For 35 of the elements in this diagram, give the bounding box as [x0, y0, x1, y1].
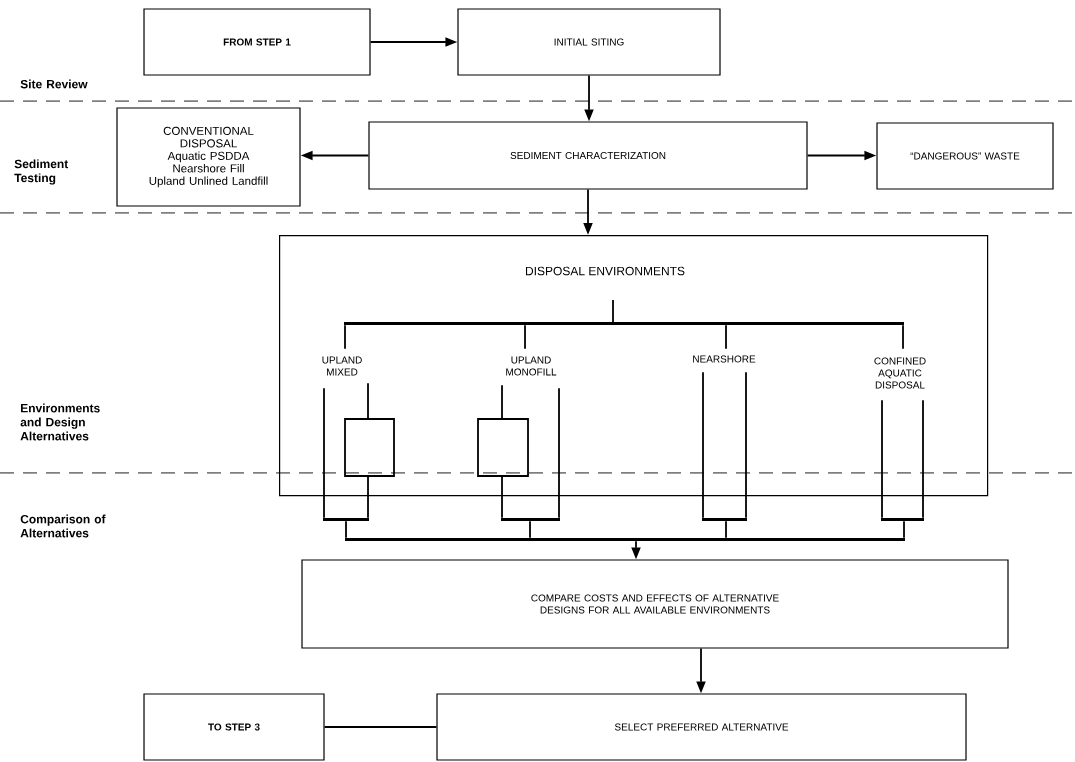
process-box: INITIAL SITING	[457, 8, 721, 76]
connector-line	[367, 476, 369, 519]
process-box: SEDIMENT CHARACTERIZATION	[368, 121, 808, 190]
bus-bar	[345, 538, 905, 541]
step-box: TO STEP 3	[143, 693, 325, 761]
environment-label: UPLAND MIXED	[322, 356, 362, 376]
bus-bar	[501, 518, 560, 521]
connector-line	[903, 520, 905, 539]
outcome-box: CONVENTIONAL DISPOSAL Aquatic PSDDA Nearshore Fill Upland Unlined Landfill	[116, 107, 301, 207]
section-label: Comparison of Alternatives	[20, 514, 106, 538]
connector-line	[725, 520, 727, 539]
connector-line	[902, 324, 904, 350]
section-label: Environments and Design Alternatives	[20, 403, 100, 441]
design-box	[344, 418, 395, 477]
connector-line	[344, 324, 346, 350]
bus-bar	[323, 518, 369, 521]
outcome-box: “DANGEROUS” WASTE	[876, 122, 1054, 190]
bus-bar	[702, 518, 747, 521]
section-label: Site Review	[20, 79, 88, 89]
bus-bar	[344, 299, 904, 325]
connector-line	[725, 324, 727, 350]
connector-line	[501, 476, 503, 519]
bus-bar	[881, 518, 924, 521]
connector-line	[323, 726, 438, 728]
process-box: COMPARE COSTS AND EFFECTS OF ALTERNATIVE DESIGNS FOR ALL AVAILABLE ENVIRONMENTS	[301, 559, 1009, 649]
connector-line	[529, 520, 531, 539]
environment-label: CONFINED AQUATIC DISPOSAL	[874, 357, 926, 389]
step-box: FROM STEP 1	[143, 8, 371, 76]
environment-label: NEARSHORE	[693, 355, 756, 363]
connector-line	[345, 520, 347, 539]
section-label: Sediment Testing	[14, 159, 69, 185]
design-box	[477, 418, 529, 477]
process-box: SELECT PREFERRED ALTERNATIVE	[436, 693, 967, 761]
environment-label: UPLAND MONOFILL	[506, 356, 557, 376]
connector-line	[524, 324, 526, 350]
